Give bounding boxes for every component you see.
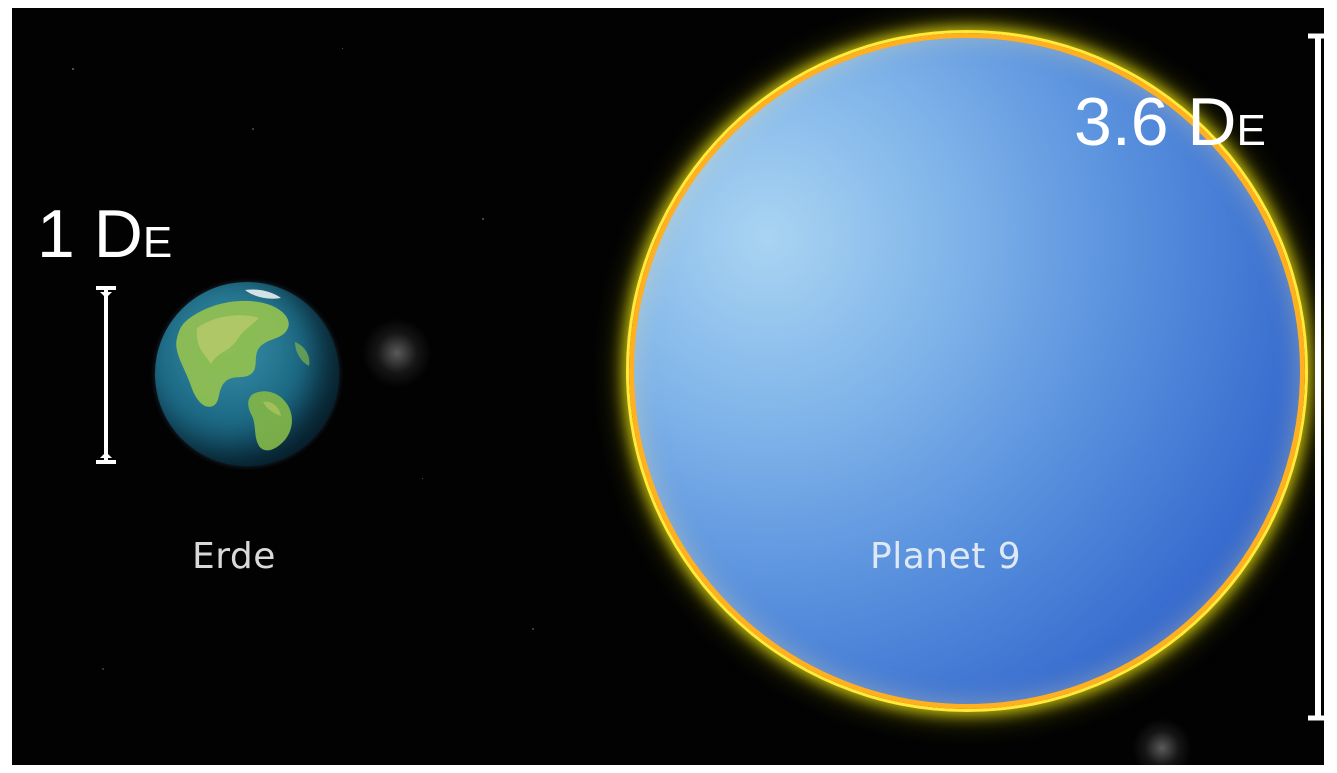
space-scene: Erde Planet 9 1 DE 3.6 DE bbox=[12, 8, 1324, 765]
earth-diameter-subscript: E bbox=[142, 218, 173, 267]
planet-9-label: Planet 9 bbox=[870, 536, 1022, 577]
planet-9-diameter-subscript: E bbox=[1236, 106, 1266, 155]
star bbox=[482, 218, 484, 220]
earth-label: Erde bbox=[192, 536, 276, 577]
planet-9-globe bbox=[629, 33, 1305, 709]
earth-diameter-label: 1 DE bbox=[37, 200, 172, 277]
planet-9-diameter-label: 3.6 DE bbox=[1074, 88, 1266, 165]
earth-globe bbox=[155, 282, 339, 466]
star bbox=[252, 128, 254, 130]
star bbox=[422, 478, 423, 479]
star bbox=[342, 48, 343, 49]
earth-continents-icon bbox=[176, 289, 310, 451]
star bbox=[102, 668, 104, 670]
star bbox=[532, 628, 534, 630]
glow-star bbox=[1132, 718, 1192, 765]
glow-star bbox=[362, 318, 432, 388]
planet-9-diameter-value: 3.6 D bbox=[1074, 84, 1237, 160]
earth-diameter-bracket bbox=[96, 286, 116, 464]
earth-diameter-value: 1 D bbox=[37, 196, 143, 272]
star bbox=[72, 68, 74, 70]
planet-9-diameter-bracket bbox=[1308, 33, 1324, 721]
